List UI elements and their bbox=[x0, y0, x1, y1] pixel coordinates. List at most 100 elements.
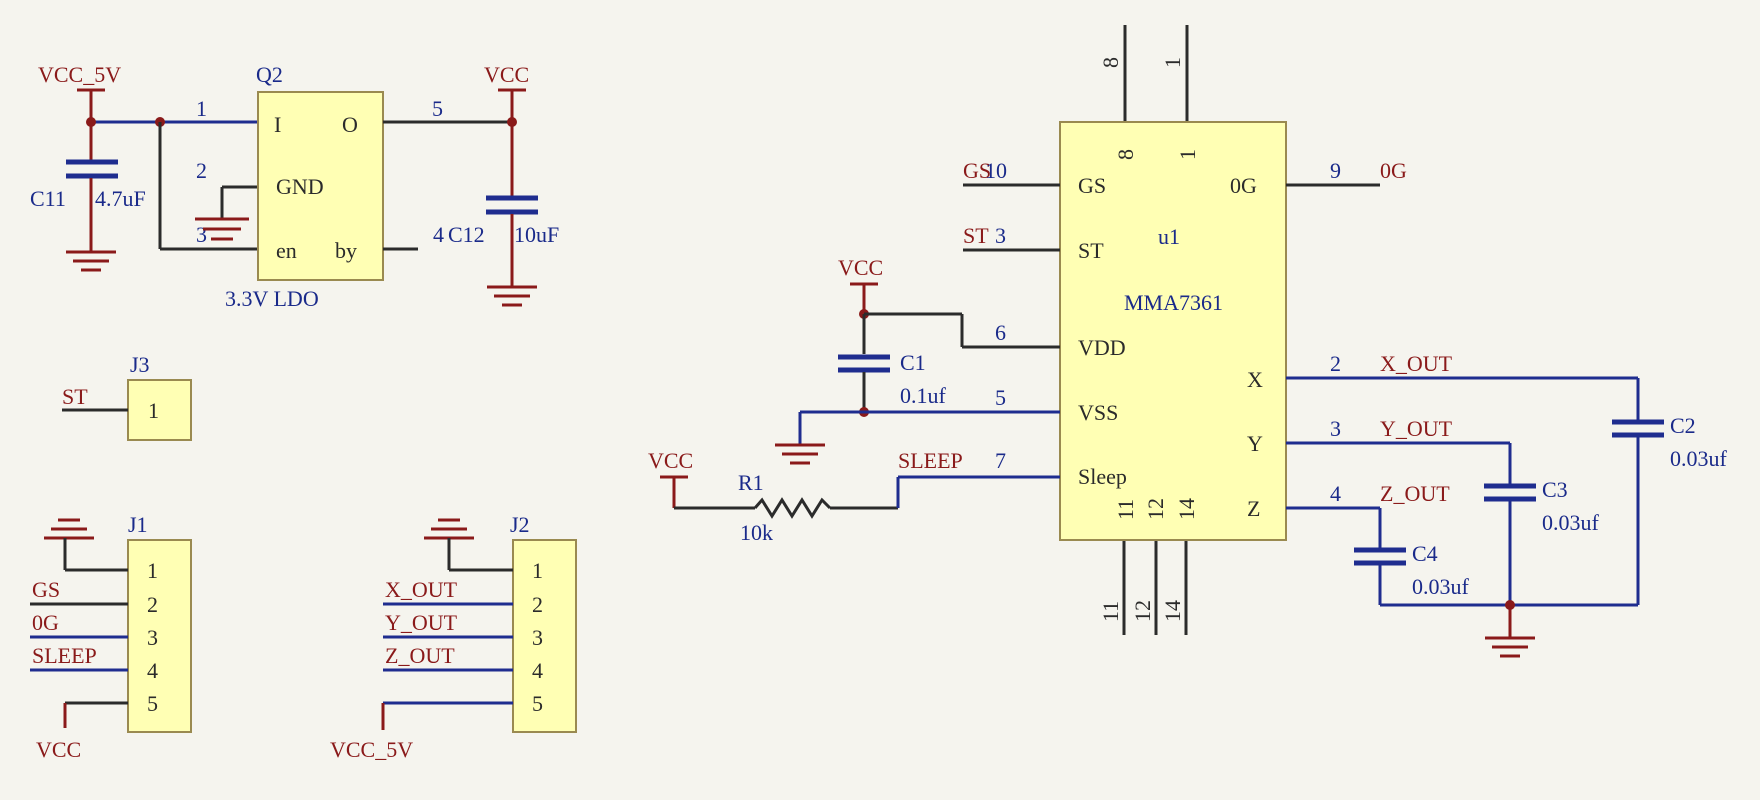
j1-net-gs: GS bbox=[32, 577, 60, 602]
j2-designator: J2 bbox=[510, 512, 530, 537]
c1-value: 0.1uf bbox=[900, 383, 947, 408]
ground-symbol-ldo bbox=[195, 217, 249, 241]
connector-j1: J1 GS 0G SLEEP VCC 1 2 3 4 5 bbox=[30, 512, 192, 762]
ground-symbol-c11 bbox=[66, 250, 116, 272]
u1-part-number: MMA7361 bbox=[1124, 290, 1223, 315]
u1-net-xout: X_OUT bbox=[1380, 351, 1453, 376]
ground-symbol-caps bbox=[1485, 636, 1535, 658]
ground-symbol-j2 bbox=[424, 518, 474, 540]
j3-body bbox=[127, 379, 192, 441]
j3-pin-1: 1 bbox=[148, 398, 159, 423]
u1-inner-pin-11: 11 bbox=[1113, 499, 1138, 520]
c2-value: 0.03uf bbox=[1670, 446, 1728, 471]
u1-inner-pin-14: 14 bbox=[1174, 498, 1199, 520]
u1-bottom-pin-14: 14 bbox=[1160, 600, 1185, 622]
u1-pin-vdd: VDD bbox=[1078, 335, 1126, 360]
u1-net-yout: Y_OUT bbox=[1380, 416, 1453, 441]
u1-net-gs: GS bbox=[963, 158, 991, 183]
u1-body bbox=[1059, 121, 1287, 541]
c4-designator: C4 bbox=[1412, 541, 1438, 566]
c12-value: 10uF bbox=[514, 222, 559, 247]
j1-designator: J1 bbox=[128, 512, 148, 537]
u1-inner-pin-12: 12 bbox=[1143, 498, 1168, 520]
ldo-pin-o: O bbox=[342, 112, 358, 137]
ground-symbol-vss bbox=[775, 443, 825, 465]
j1-pin-3: 3 bbox=[147, 625, 158, 650]
u1-pin-x: X bbox=[1247, 367, 1263, 392]
net-label-vcc-r1: VCC bbox=[648, 448, 693, 473]
ldo-pin-en: en bbox=[276, 238, 297, 263]
ldo-body bbox=[257, 91, 384, 281]
u1-designator: u1 bbox=[1158, 224, 1180, 249]
u1-pin-number-sleep: 7 bbox=[995, 448, 1006, 473]
u1-pin-gs: GS bbox=[1078, 173, 1106, 198]
ground-symbol-c12 bbox=[487, 285, 537, 307]
ldo-pin-gnd: GND bbox=[276, 174, 324, 199]
r1-designator: R1 bbox=[738, 470, 764, 495]
c11-value: 4.7uF bbox=[95, 186, 146, 211]
j2-pin-2: 2 bbox=[532, 592, 543, 617]
c4-value: 0.03uf bbox=[1412, 574, 1470, 599]
u1-pin-st: ST bbox=[1078, 238, 1104, 263]
c12-designator: C12 bbox=[448, 222, 485, 247]
c3-designator: C3 bbox=[1542, 477, 1568, 502]
j2-pin-1: 1 bbox=[532, 558, 543, 583]
j1-pin-4: 4 bbox=[147, 658, 158, 683]
u1-pin-sleep: Sleep bbox=[1078, 464, 1127, 489]
u1-top-pin-8: 8 bbox=[1098, 57, 1123, 68]
u1-pin-number-vss: 5 bbox=[995, 385, 1006, 410]
j1-net-0g: 0G bbox=[32, 610, 59, 635]
u1-pin-number-gs: 10 bbox=[985, 158, 1007, 183]
ldo-pin-number-4: 4 bbox=[433, 222, 444, 247]
connector-j2: J2 X_OUT Y_OUT Z_OUT VCC_5V 1 2 3 4 5 bbox=[330, 512, 577, 762]
c3-value: 0.03uf bbox=[1542, 510, 1600, 535]
u1-top-pin-1: 1 bbox=[1160, 57, 1185, 68]
j2-pin-4: 4 bbox=[532, 658, 543, 683]
u1-pin-z: Z bbox=[1247, 496, 1260, 521]
net-label-vcc-c1: VCC bbox=[838, 255, 883, 280]
connector-j3: J3 ST 1 bbox=[62, 352, 192, 441]
u1-pin-number-vdd: 6 bbox=[995, 320, 1006, 345]
r1-value: 10k bbox=[740, 520, 773, 545]
u1-pin-y: Y bbox=[1247, 431, 1263, 456]
ldo-pin-number-2: 2 bbox=[196, 158, 207, 183]
ldo-section: VCC_5V C11 4.7uF 1 2 3 bbox=[30, 62, 559, 311]
ldo-pin-i: I bbox=[274, 112, 281, 137]
u1-net-st: ST bbox=[963, 223, 989, 248]
ldo-pin-number-1: 1 bbox=[196, 96, 207, 121]
ldo-pin-number-5: 5 bbox=[432, 96, 443, 121]
c11-designator: C11 bbox=[30, 186, 66, 211]
j2-net-xout: X_OUT bbox=[385, 577, 458, 602]
j1-pin-2: 2 bbox=[147, 592, 158, 617]
c1-designator: C1 bbox=[900, 350, 926, 375]
u1-net-0g: 0G bbox=[1380, 158, 1407, 183]
j1-body bbox=[127, 539, 192, 733]
j2-net-yout: Y_OUT bbox=[385, 610, 458, 635]
u1-pin-vss: VSS bbox=[1078, 400, 1118, 425]
ground-symbol-j1 bbox=[44, 518, 94, 540]
c2-designator: C2 bbox=[1670, 413, 1696, 438]
u1-inner-pin-1: 1 bbox=[1175, 149, 1200, 160]
u1-pin-number-z: 4 bbox=[1330, 481, 1341, 506]
j1-pin-1: 1 bbox=[147, 558, 158, 583]
u1-pin-number-st: 3 bbox=[995, 223, 1006, 248]
u1-net-zout: Z_OUT bbox=[1380, 481, 1450, 506]
u1-bottom-pin-11: 11 bbox=[1098, 601, 1123, 622]
j2-pin-3: 3 bbox=[532, 625, 543, 650]
r1-zigzag bbox=[753, 497, 832, 519]
j2-pin-5: 5 bbox=[532, 691, 543, 716]
ldo-pin-number-3: 3 bbox=[196, 222, 207, 247]
u1-net-sleep: SLEEP bbox=[898, 448, 963, 473]
ldo-pin-by: by bbox=[335, 238, 357, 263]
ldo-designator: Q2 bbox=[256, 62, 283, 87]
u1-pin-number-0g: 9 bbox=[1330, 158, 1341, 183]
j1-net-vcc: VCC bbox=[36, 737, 81, 762]
u1-pin-number-x: 2 bbox=[1330, 351, 1341, 376]
j2-net-vcc5v: VCC_5V bbox=[330, 737, 413, 762]
ldo-caption: 3.3V LDO bbox=[225, 286, 319, 311]
u1-bottom-pin-12: 12 bbox=[1130, 600, 1155, 622]
j2-net-zout: Z_OUT bbox=[385, 643, 455, 668]
j3-designator: J3 bbox=[130, 352, 150, 377]
accelerometer-section: 8 1 11 12 14 8 1 11 12 14 u1 MMA7361 GS … bbox=[648, 25, 1728, 658]
